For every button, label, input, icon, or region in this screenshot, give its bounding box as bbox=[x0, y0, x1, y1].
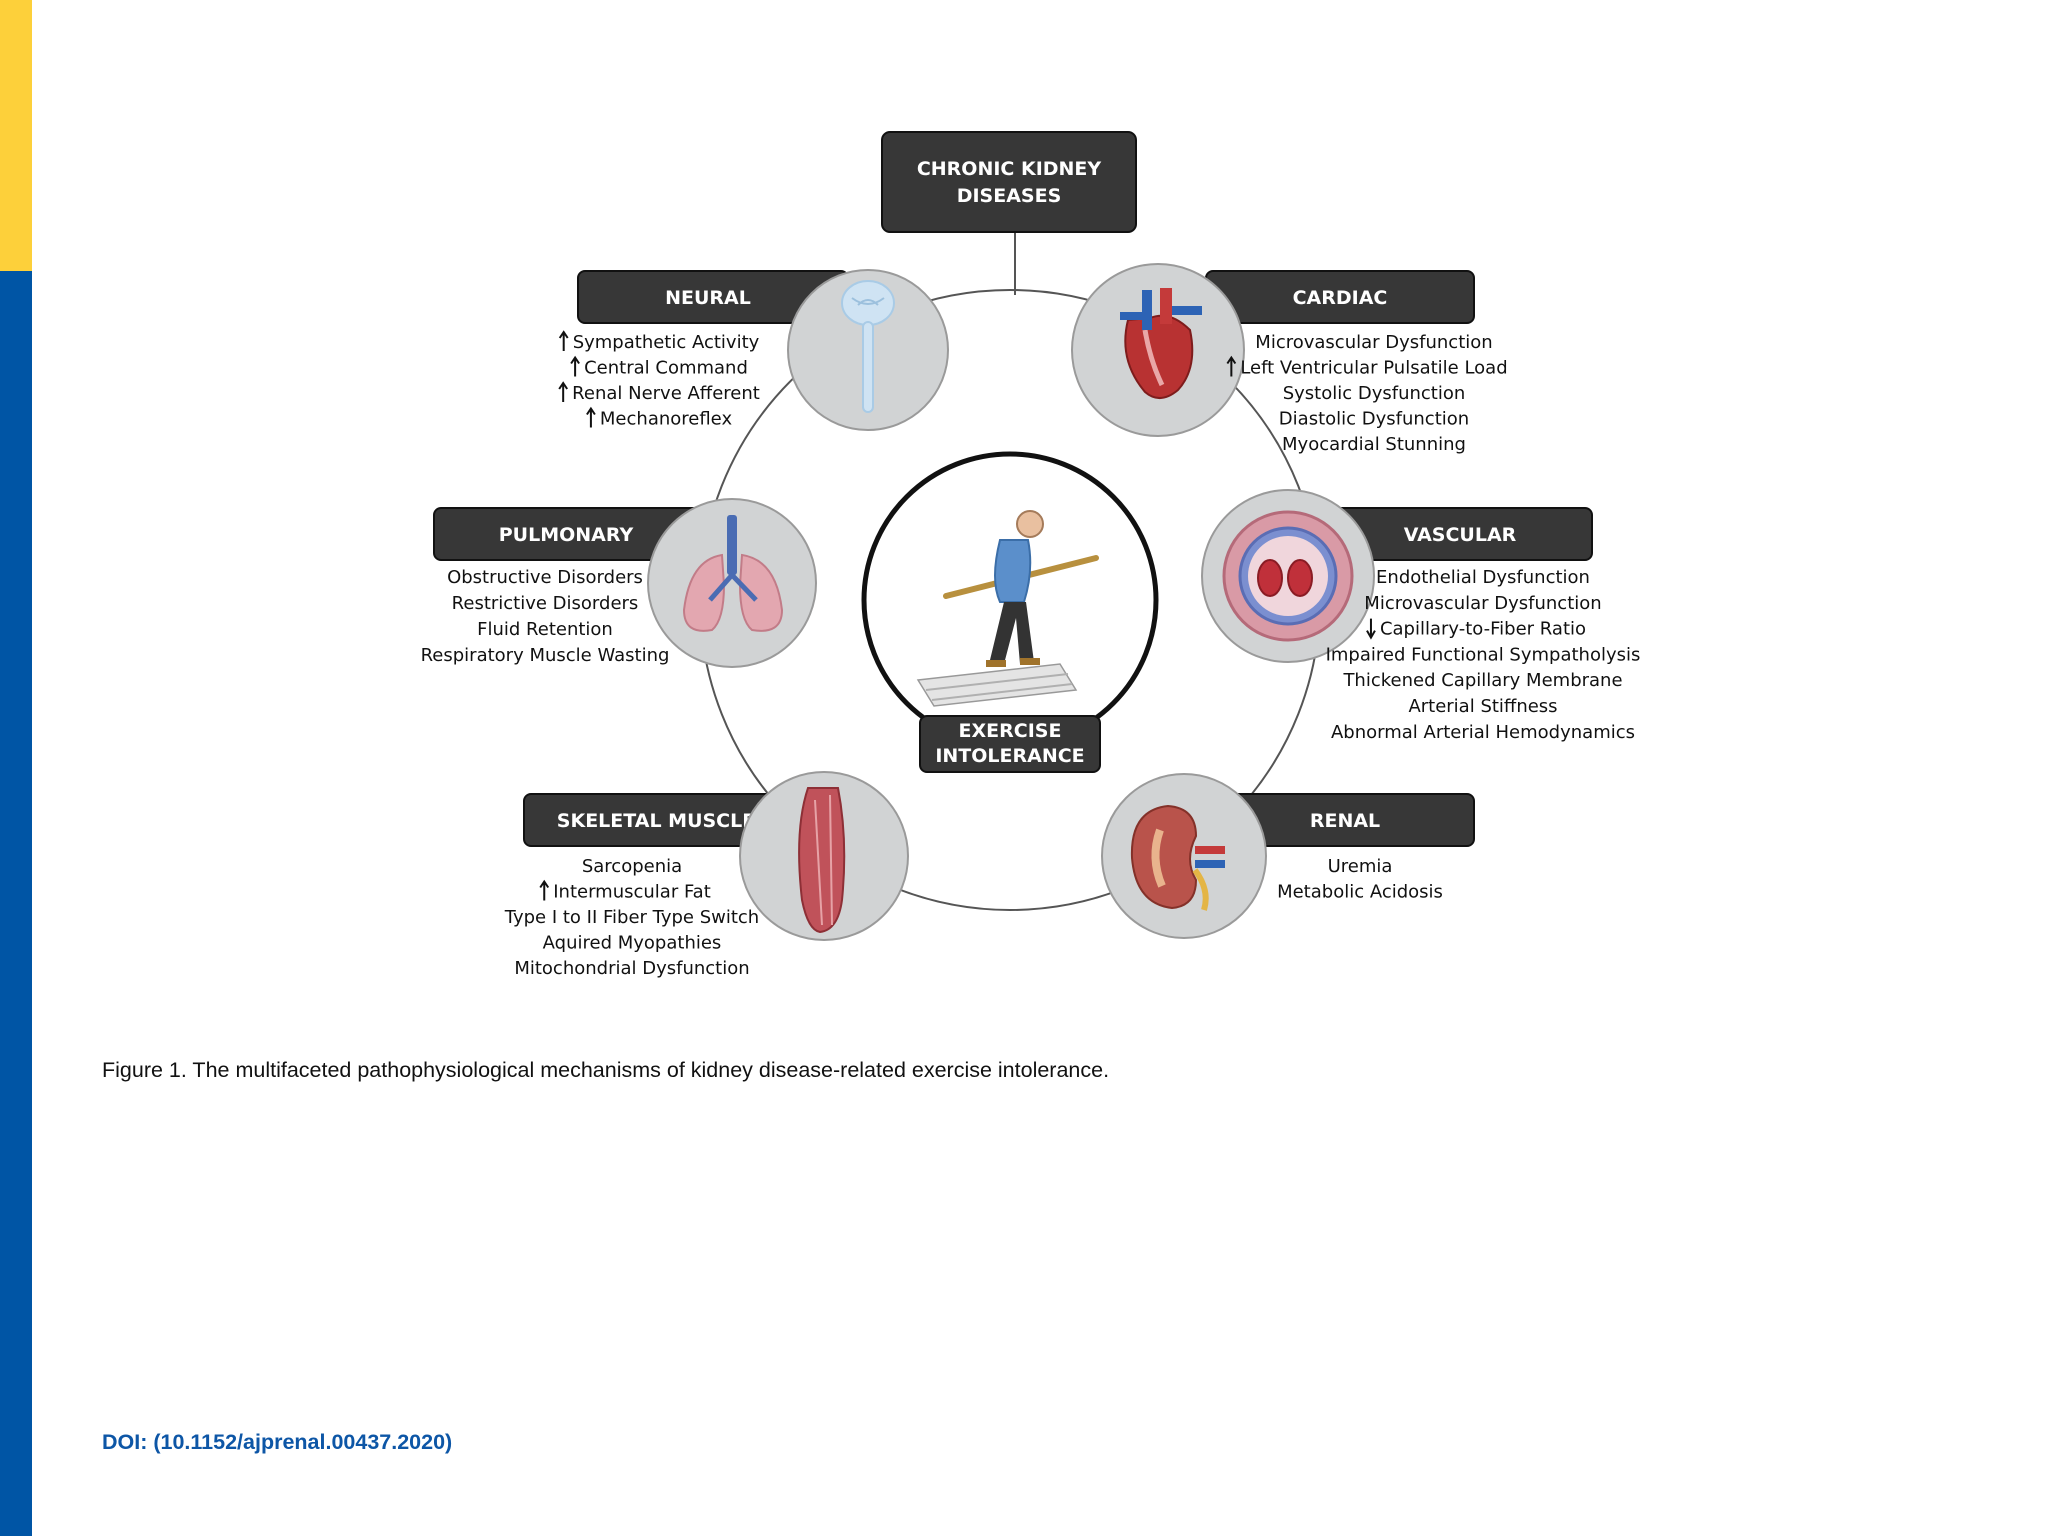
vascular-item: Impaired Functional Sympatholysis bbox=[1326, 644, 1641, 665]
cardiac-item: Left Ventricular Pulsatile Load bbox=[1240, 358, 1507, 379]
pulmonary-item: Fluid Retention bbox=[477, 619, 613, 640]
renal-item: Metabolic Acidosis bbox=[1277, 882, 1443, 903]
arrow-up-icon bbox=[559, 383, 567, 402]
neural-item: Renal Nerve Afferent bbox=[572, 383, 760, 404]
thigh-muscle-icon bbox=[740, 772, 908, 940]
cardiac-title: CARDIAC bbox=[1293, 287, 1388, 309]
vascular-item: Thickened Capillary Membrane bbox=[1342, 670, 1622, 691]
ckd-title-line1: CHRONIC KIDNEY bbox=[917, 158, 1102, 180]
skeletal-title: SKELETAL MUSCLE bbox=[557, 810, 755, 832]
cardiac-item: Systolic Dysfunction bbox=[1283, 383, 1466, 404]
center-title-line2: INTOLERANCE bbox=[935, 745, 1084, 767]
pulmonary-item: Restrictive Disorders bbox=[452, 593, 639, 614]
center-title-line1: EXERCISE bbox=[959, 720, 1062, 742]
ckd-box: CHRONIC KIDNEY DISEASES bbox=[882, 132, 1136, 232]
arrow-up-icon bbox=[560, 332, 568, 351]
exercise-person-icon bbox=[864, 454, 1156, 746]
vascular-title: VASCULAR bbox=[1404, 524, 1517, 546]
pulmonary-title: PULMONARY bbox=[499, 524, 634, 546]
pulmonary-item: Respiratory Muscle Wasting bbox=[421, 645, 670, 666]
cardiac-header: CARDIAC bbox=[1206, 271, 1474, 323]
skeletal-item: Aquired Myopathies bbox=[543, 933, 722, 954]
vascular-item: Endothelial Dysfunction bbox=[1376, 567, 1590, 588]
doi-link[interactable]: DOI: (10.1152/ajprenal.00437.2020) bbox=[102, 1430, 452, 1455]
neural-title: NEURAL bbox=[665, 287, 751, 309]
neural-item: Central Command bbox=[584, 358, 748, 379]
arrow-down-icon bbox=[1367, 619, 1375, 638]
renal-title: RENAL bbox=[1310, 810, 1380, 832]
vascular-item: Capillary-to-Fiber Ratio bbox=[1380, 619, 1586, 640]
skeletal-item: Sarcopenia bbox=[582, 856, 682, 877]
center-label-box: EXERCISE INTOLERANCE bbox=[920, 716, 1100, 772]
vascular-item: Abnormal Arterial Hemodynamics bbox=[1331, 722, 1635, 743]
skeletal-item: Type I to II Fiber Type Switch bbox=[504, 907, 759, 928]
arrow-up-icon bbox=[540, 882, 548, 901]
cardiac-item: Microvascular Dysfunction bbox=[1255, 332, 1492, 353]
neural-item: Sympathetic Activity bbox=[573, 332, 760, 353]
cardiac-item: Diastolic Dysfunction bbox=[1279, 409, 1469, 430]
skeletal-item: Mitochondrial Dysfunction bbox=[514, 958, 749, 979]
cardiac-item: Myocardial Stunning bbox=[1282, 434, 1466, 455]
vascular-item: Microvascular Dysfunction bbox=[1364, 593, 1601, 614]
renal-item: Uremia bbox=[1328, 856, 1393, 877]
heart-icon bbox=[1072, 264, 1244, 436]
lungs-icon bbox=[648, 499, 816, 667]
skeletal-item: Intermuscular Fat bbox=[553, 882, 711, 903]
figure-caption: Figure 1. The multifaceted pathophysiolo… bbox=[102, 1058, 1109, 1083]
arrow-up-icon bbox=[587, 409, 595, 428]
vascular-item: Arterial Stiffness bbox=[1408, 696, 1557, 717]
blood-vessel-icon bbox=[1202, 490, 1374, 662]
pulmonary-item: Obstructive Disorders bbox=[447, 567, 643, 588]
neural-item: Mechanoreflex bbox=[600, 409, 733, 430]
brain-spine-icon bbox=[788, 270, 948, 430]
arrow-up-icon bbox=[571, 358, 579, 377]
kidney-icon bbox=[1102, 774, 1266, 938]
ckd-title-line2: DISEASES bbox=[957, 185, 1062, 207]
